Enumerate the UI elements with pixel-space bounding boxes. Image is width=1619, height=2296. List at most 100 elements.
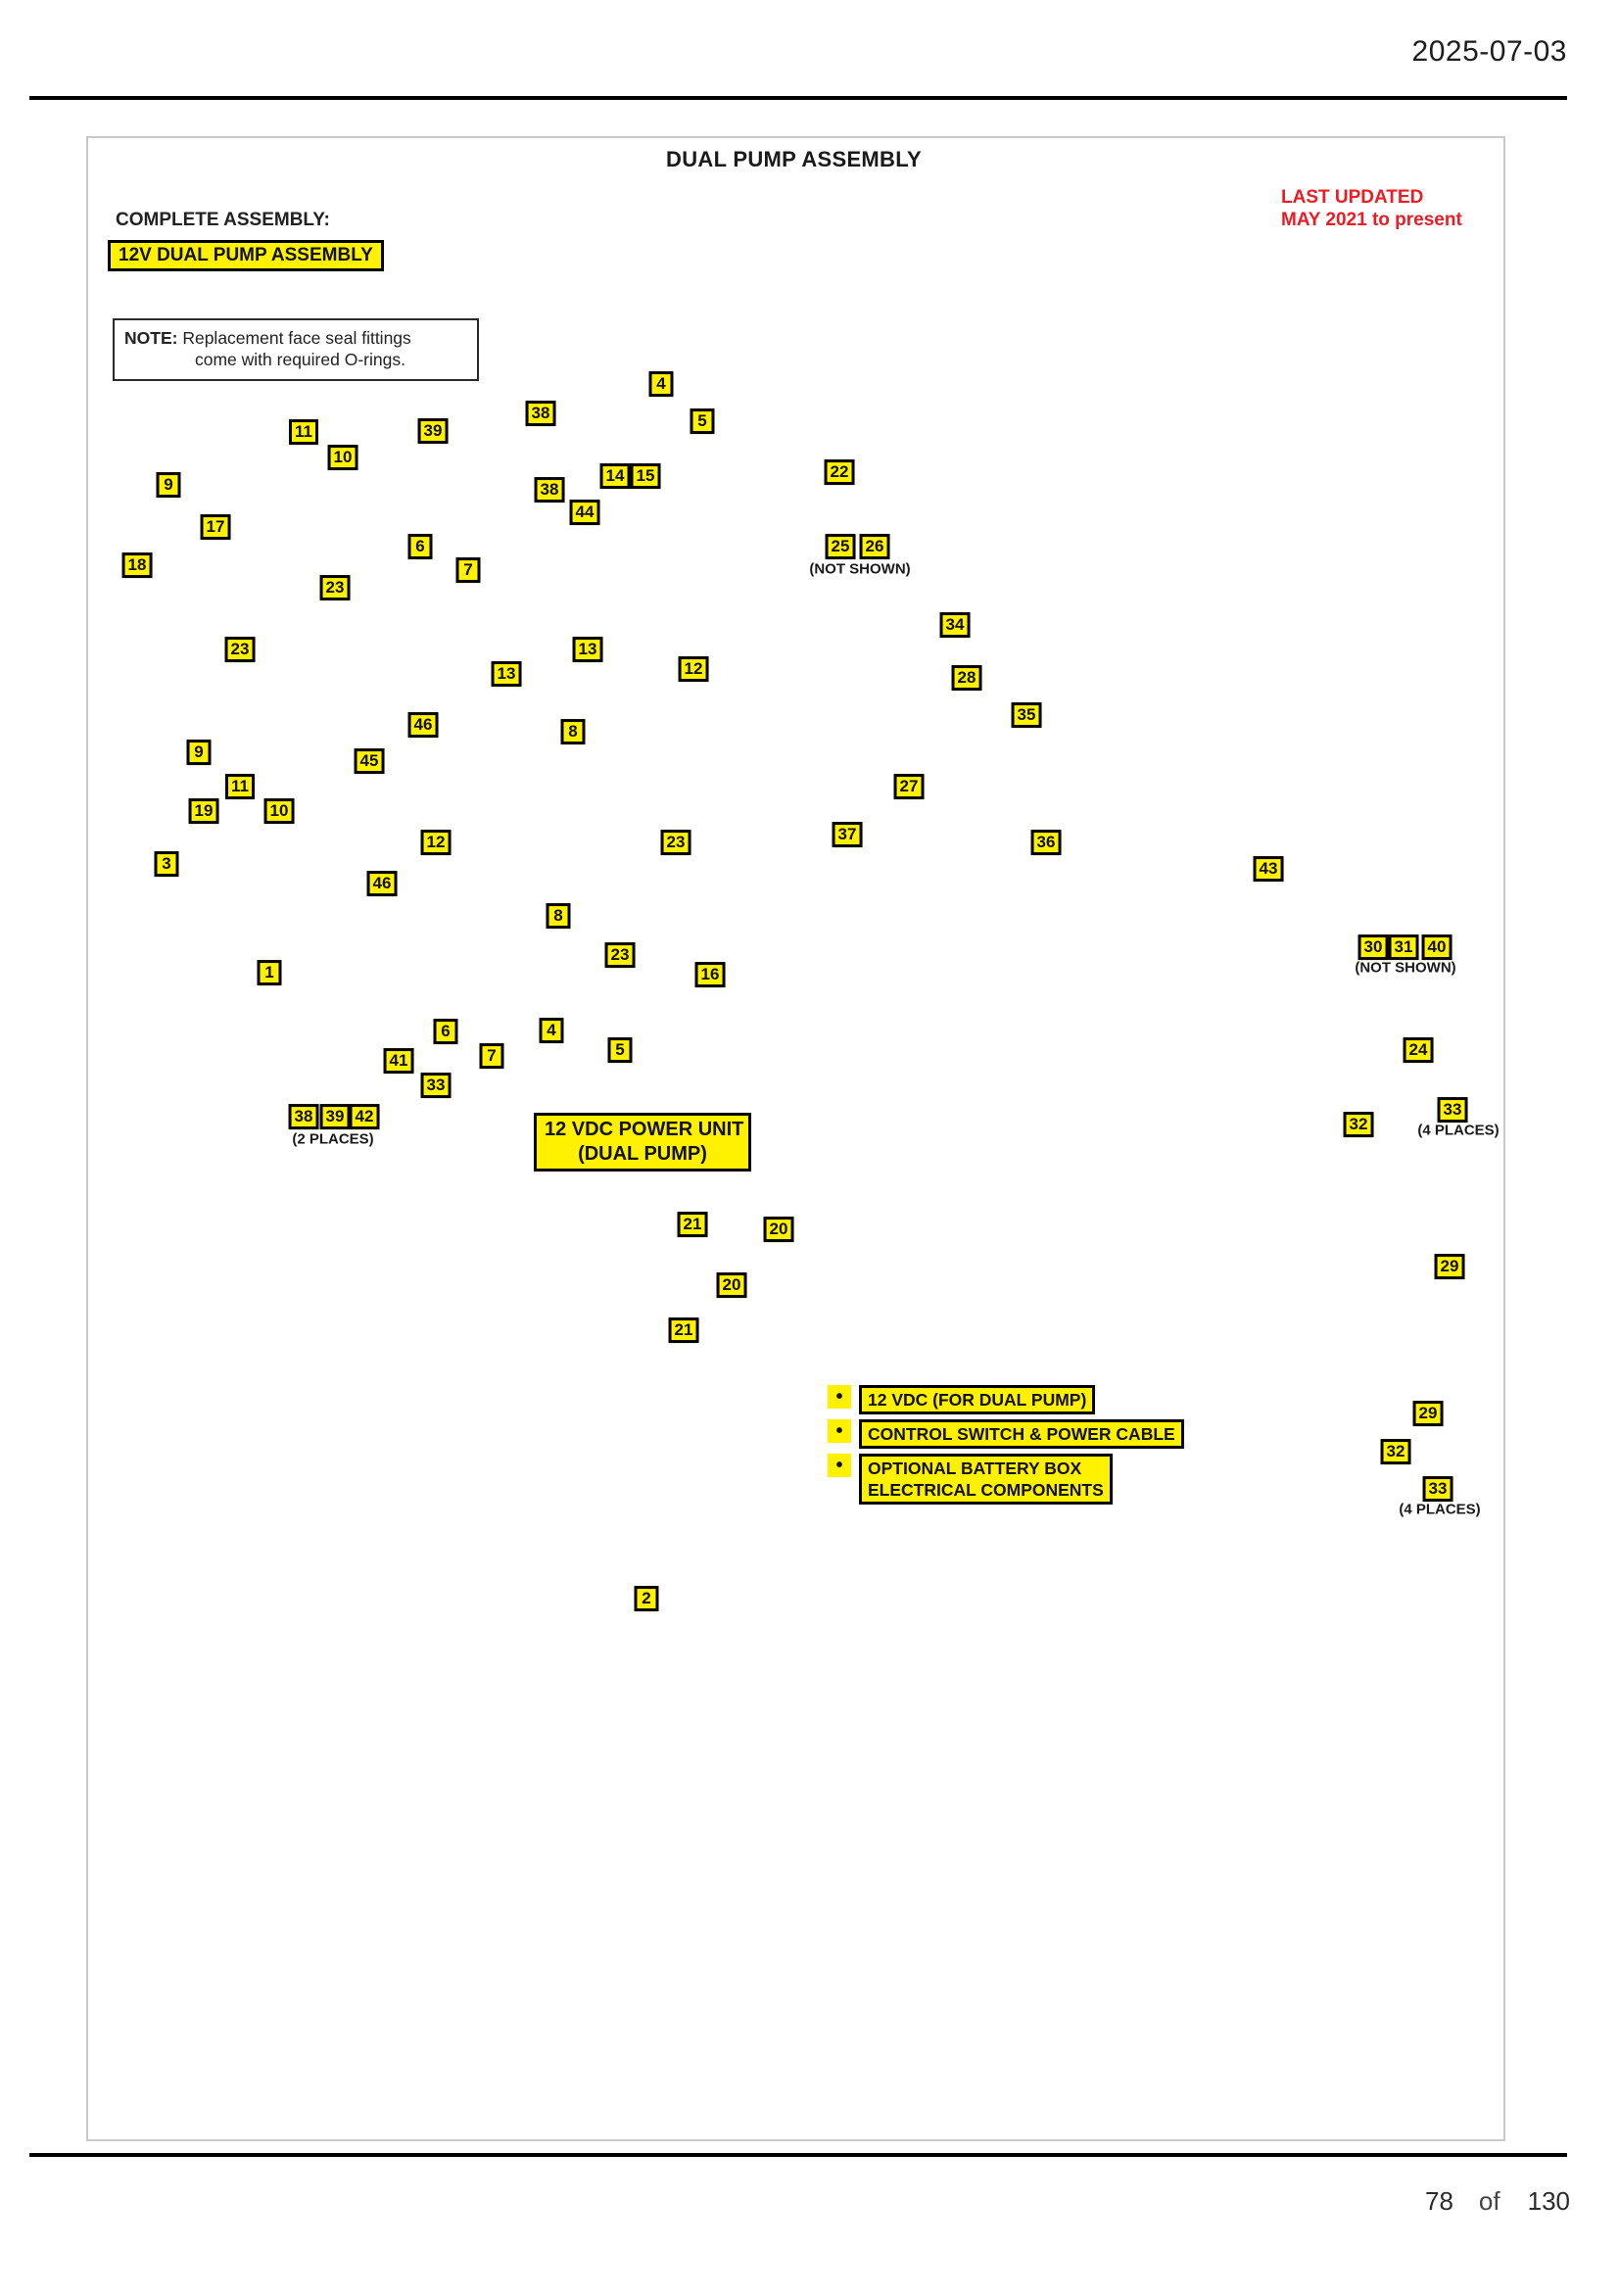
callout-badge-4: 4 [648,371,674,397]
callout-badge-12: 12 [678,656,709,682]
callout-badge-9: 9 [156,472,181,498]
page-number: 78 [1425,2186,1453,2216]
page-total: 130 [1527,2186,1570,2216]
callout-badge-39: 39 [417,418,449,444]
callout-badge-10: 10 [263,798,295,824]
last-updated-line2: MAY 2021 to present [1281,210,1462,230]
callout-badge-32: 32 [1380,1439,1411,1464]
callout-badge-33: 33 [420,1073,452,1098]
callout-badge-29: 29 [1412,1401,1444,1426]
bullet-text: 12 VDC (FOR DUAL PUMP) [868,1390,1087,1410]
callout-badge-9: 9 [186,740,212,765]
callout-badge-7: 7 [455,557,481,583]
callout-badge-21: 21 [668,1317,699,1343]
annotation-text: (4 PLACES) [1417,1122,1500,1139]
callout-badge-29: 29 [1434,1254,1465,1279]
callout-badge-37: 37 [832,822,863,847]
callout-badge-6: 6 [433,1019,458,1044]
callout-badge-23: 23 [660,830,691,855]
callout-badge-5: 5 [690,408,715,434]
power-unit-label: 12 VDC POWER UNIT (DUAL PUMP) [534,1113,751,1172]
callout-badge-38: 38 [288,1104,319,1129]
callout-badge-11: 11 [225,774,255,799]
callout-badge-20: 20 [763,1217,794,1242]
note-label: NOTE: [124,328,178,348]
note-line2: come with required O-rings. [195,350,405,369]
note-line1: NOTE: Replacement face seal fittings [124,327,469,349]
callout-badge-23: 23 [604,942,636,968]
callout-badge-42: 42 [349,1104,380,1129]
annotation-text: (2 PLACES) [292,1130,374,1148]
callout-badge-39: 39 [319,1104,351,1129]
bullet-text: OPTIONAL BATTERY BOX [868,1459,1082,1478]
callout-badge-12: 12 [420,830,452,855]
bullet-item-control-switch: • CONTROL SWITCH & POWER CABLE [828,1419,1184,1449]
assembly-name-highlight: 12V DUAL PUMP ASSEMBLY [108,240,384,271]
callout-badge-23: 23 [319,575,351,600]
page-title: DUAL PUMP ASSEMBLY [666,147,922,171]
callout-badge-46: 46 [366,871,398,896]
bullet-icon: • [828,1385,851,1409]
callout-badge-13: 13 [491,661,522,687]
footer-rule [29,2153,1567,2157]
last-updated-line1: LAST UPDATED [1281,187,1424,208]
callout-badge-1: 1 [257,960,282,985]
callout-badge-15: 15 [630,463,661,489]
page-indicator: 78 of 130 [1425,2186,1570,2217]
callout-badge-25: 25 [825,534,856,559]
callout-badge-4: 4 [539,1018,564,1043]
callout-badge-43: 43 [1253,856,1284,882]
header-rule [29,96,1567,100]
callout-badge-22: 22 [824,459,855,485]
callout-badge-34: 34 [939,612,971,638]
power-unit-label-line2: (DUAL PUMP) [578,1143,707,1165]
power-unit-label-line1: 12 VDC POWER UNIT [545,1119,744,1140]
page-of-label: of [1478,2186,1500,2216]
callout-badge-32: 32 [1343,1112,1374,1137]
callout-badge-38: 38 [534,477,565,502]
callout-badge-24: 24 [1403,1037,1434,1063]
callout-badge-8: 8 [546,903,571,929]
bullet-text: CONTROL SWITCH & POWER CABLE [868,1424,1175,1444]
callout-badge-46: 46 [407,712,439,738]
annotation-text: (NOT SHOWN) [1355,959,1456,977]
callout-badge-23: 23 [224,637,256,662]
callout-badge-33: 33 [1437,1097,1468,1123]
bullet-item-12vdc: • 12 VDC (FOR DUAL PUMP) [828,1385,1096,1414]
callout-badge-3: 3 [154,851,179,877]
callout-badge-10: 10 [327,445,358,470]
callout-badge-36: 36 [1030,830,1062,855]
callout-badge-30: 30 [1357,934,1389,960]
callout-badge-2: 2 [634,1586,659,1611]
callout-badge-18: 18 [121,552,153,578]
print-date: 2025-07-03 [1411,35,1567,68]
diagram-frame [86,136,1505,2141]
callout-badge-21: 21 [677,1212,708,1237]
callout-badge-13: 13 [572,637,603,662]
bullet-item-battery-box: • OPTIONAL BATTERY BOX ELECTRICAL COMPONE… [828,1454,1113,1505]
callout-badge-31: 31 [1388,934,1419,960]
callout-badge-40: 40 [1421,934,1452,960]
bullet-text2: ELECTRICAL COMPONENTS [868,1480,1104,1500]
callout-badge-28: 28 [951,665,982,691]
note-box: NOTE: Replacement face seal fittings com… [113,318,479,381]
callout-badge-6: 6 [407,534,433,559]
bullet-icon: • [828,1419,851,1443]
callout-badge-8: 8 [560,719,586,744]
annotation-text: (4 PLACES) [1399,1501,1481,1518]
callout-badge-7: 7 [479,1043,504,1069]
callout-badge-20: 20 [716,1272,747,1298]
bullet-icon: • [828,1454,851,1477]
callout-badge-16: 16 [694,962,726,987]
last-updated-note: LAST UPDATED MAY 2021 to present [1281,186,1462,231]
annotation-text: (NOT SHOWN) [809,560,911,578]
callout-badge-26: 26 [859,534,890,559]
complete-assembly-label: COMPLETE ASSEMBLY: [116,210,330,230]
callout-badge-17: 17 [200,514,231,540]
callout-badge-5: 5 [607,1037,633,1063]
callout-badge-27: 27 [893,774,925,799]
note-text1: Replacement face seal fittings [182,328,411,348]
callout-badge-33: 33 [1422,1476,1453,1502]
callout-badge-11: 11 [289,419,318,445]
